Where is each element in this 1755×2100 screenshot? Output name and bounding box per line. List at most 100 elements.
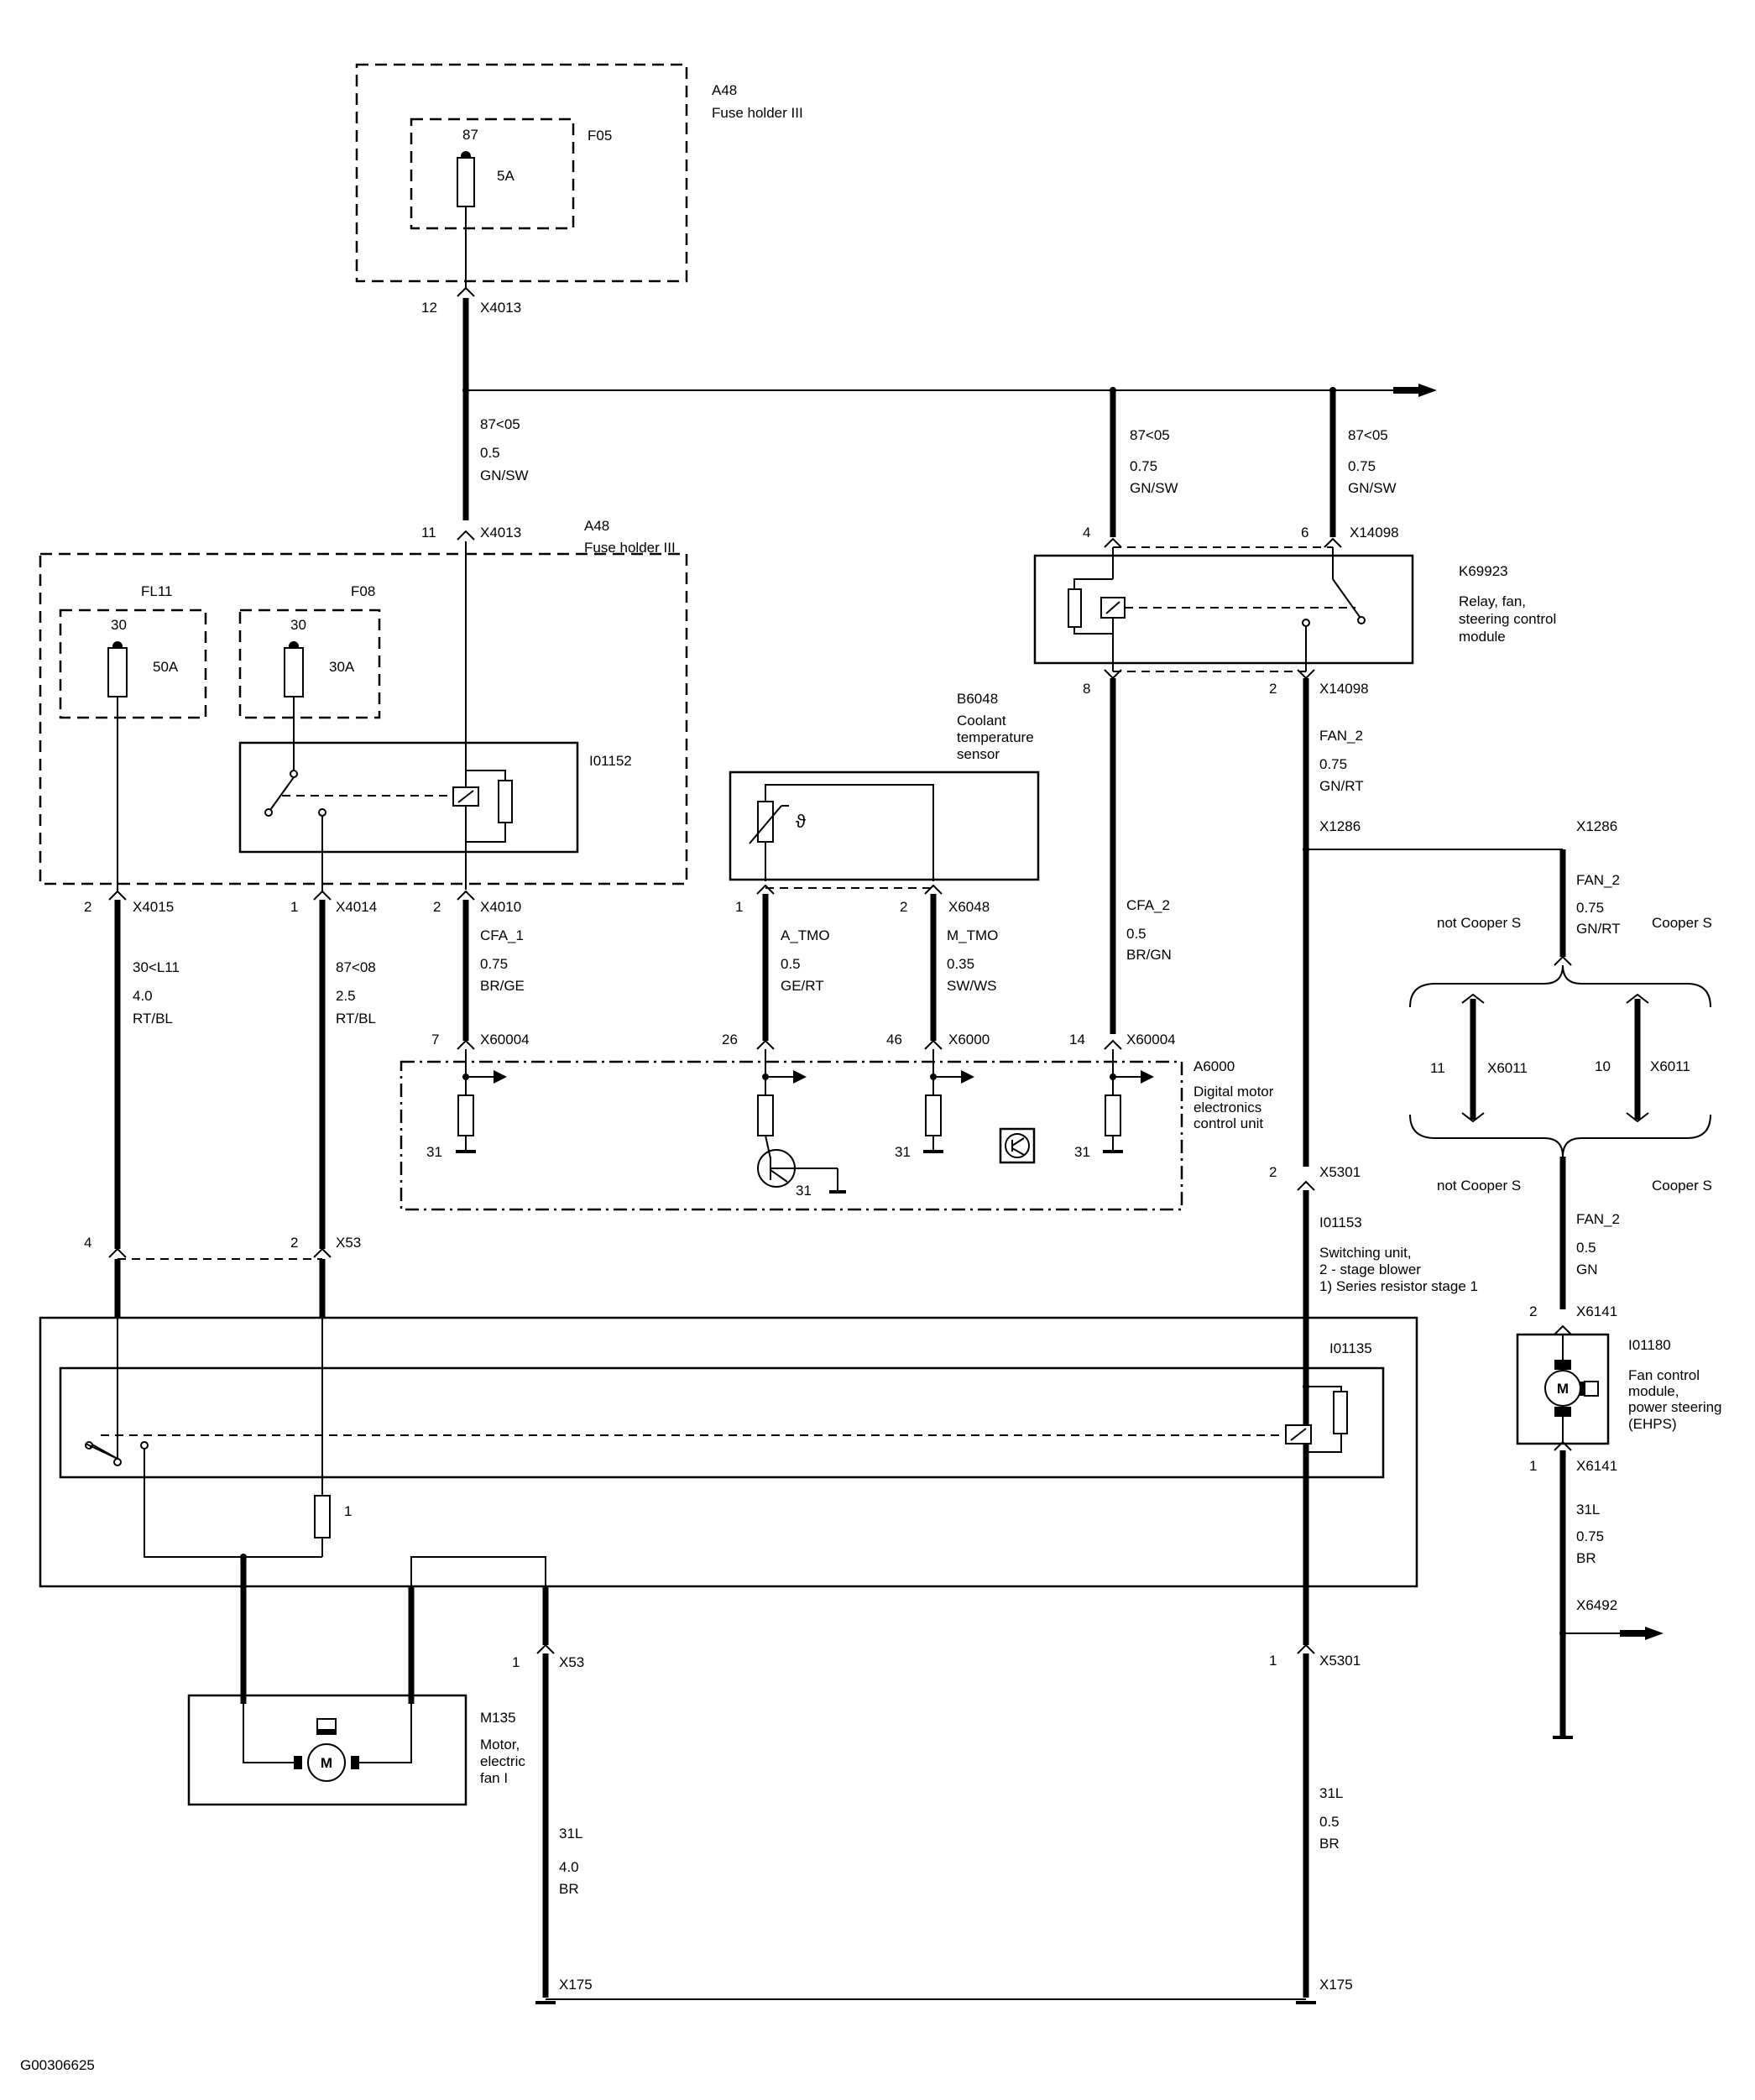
- w-cfa2-gauge: 0.5: [1126, 926, 1146, 942]
- w-fan2b-signal: FAN_2: [1576, 872, 1620, 888]
- m135-name1: Motor,: [480, 1737, 520, 1753]
- w-31lb-color: BR: [1319, 1836, 1340, 1852]
- k69923-name2: steering control: [1459, 611, 1556, 627]
- x5301b-id: X5301: [1319, 1653, 1361, 1669]
- k69923-name3: module: [1459, 629, 1506, 645]
- w-fan2c-signal: FAN_2: [1576, 1211, 1620, 1227]
- thermo-symbol: ϑ: [796, 811, 806, 832]
- x4015-pin: 2: [84, 899, 91, 915]
- a48-top-id: A48: [712, 82, 737, 98]
- x53a-pin-right: 2: [290, 1235, 298, 1251]
- cfa2-wire: CFA_2 0.5 BR/GN 14 X60004: [1069, 678, 1176, 1050]
- w-31lc-color: BR: [1576, 1550, 1596, 1566]
- i01135-id: I01135: [1329, 1340, 1372, 1356]
- x4013a-id: X4013: [480, 300, 521, 316]
- w-atmo-gauge: 0.5: [781, 956, 801, 972]
- fuse-f05-icon: [457, 157, 475, 207]
- dme-control-unit-a6000: A6000 Digital motor electronics control …: [400, 1049, 1274, 1211]
- w-31lc-signal: 31L: [1576, 1502, 1600, 1518]
- control-unit-icon: [999, 1127, 1036, 1164]
- k69923-resistor-icon: [1068, 588, 1082, 628]
- fan-motor-icon: [307, 1743, 346, 1782]
- x1286a-id: X1286: [1319, 818, 1361, 834]
- x53b-pin: 1: [512, 1654, 520, 1670]
- x6141b-pin: 1: [1529, 1458, 1537, 1474]
- f05-pin: 87: [462, 127, 478, 143]
- x6492-id: X6492: [1576, 1597, 1617, 1613]
- w-31la-gauge: 4.0: [559, 1859, 579, 1875]
- ground-g1: 31: [426, 1144, 442, 1160]
- ground-a6000: 31: [796, 1183, 812, 1199]
- variant-cooper-s-top: Cooper S: [1652, 915, 1712, 931]
- w-cfa2-color: BR/GN: [1126, 947, 1172, 963]
- diagram-code: G00306625: [20, 2057, 95, 2073]
- fl11-pin: 30: [111, 617, 127, 633]
- x5301b-pin: 1: [1269, 1653, 1277, 1669]
- a6000-id: A6000: [1194, 1058, 1235, 1074]
- w-mtmo-color: SW/WS: [947, 978, 997, 994]
- w-fan2a-signal: FAN_2: [1319, 728, 1363, 744]
- x6011a-pin: 11: [1430, 1060, 1445, 1076]
- w-l11-gauge: 4.0: [133, 988, 153, 1004]
- fan-motor-m135: M135 Motor, electric fan I M: [187, 1694, 525, 1806]
- lower-left-wires: 2 X4015 1 X4014 2 X4010 30<L11 4.0 RT/BL…: [84, 890, 530, 1249]
- ground-wires-bottom: 1 X53 31L 4.0 BR 1 X5301 31L 0.5 BR X175…: [512, 1643, 1361, 2004]
- x14098b-pin-right: 2: [1269, 681, 1277, 697]
- fan-control-motor-symbol: M: [1557, 1381, 1569, 1397]
- i01152-resistor-icon: [498, 780, 513, 823]
- x60004a-pin: 7: [431, 1032, 439, 1047]
- x6141b-id: X6141: [1576, 1458, 1617, 1474]
- x6011b-id: X6011: [1650, 1058, 1690, 1074]
- coolant-sensor-b6048: B6048 Coolant temperature sensor ϑ 1 2 X…: [722, 691, 1040, 1050]
- i01180-name1: Fan control: [1628, 1367, 1700, 1383]
- fuse-f08-icon: [284, 647, 304, 697]
- i01180-id: I01180: [1628, 1337, 1671, 1353]
- k69923-name1: Relay, fan,: [1459, 593, 1526, 609]
- fl11-rating: 50A: [153, 659, 179, 675]
- b6048-name1: Coolant: [957, 713, 1006, 729]
- w-31lb-signal: 31L: [1319, 1785, 1343, 1801]
- a6000-name3: control unit: [1194, 1115, 1263, 1131]
- x4013a-pin: 12: [421, 300, 437, 316]
- x5301a-id: X5301: [1319, 1164, 1361, 1180]
- thermistor-icon: [757, 801, 774, 843]
- b6048-name3: sensor: [957, 746, 1000, 762]
- x53a-id: X53: [336, 1235, 361, 1251]
- fl11-id: FL11: [141, 583, 173, 599]
- x5301a-pin: 2: [1269, 1164, 1277, 1180]
- b6048-name2: temperature: [957, 729, 1034, 745]
- variant-not-cooper-s-top: not Cooper S: [1437, 915, 1521, 931]
- w-31lc-gauge: 0.75: [1576, 1528, 1604, 1544]
- f08-pin: 30: [290, 617, 306, 633]
- a6000-name2: electronics: [1194, 1100, 1261, 1115]
- w-k4-color: GN/SW: [1130, 480, 1178, 496]
- x53a-pin-left: 4: [84, 1235, 91, 1251]
- main-trunk: 12 X4013 87<05 0.5 GN/SW 11 X4013: [421, 286, 1437, 890]
- m135-name2: electric: [480, 1753, 525, 1769]
- i01153-name2: 2 - stage blower: [1319, 1262, 1421, 1277]
- fan-motor-symbol: M: [321, 1755, 332, 1771]
- x14098b-pin-left: 8: [1083, 681, 1090, 697]
- x1286b-id: X1286: [1576, 818, 1617, 834]
- x6141a-pin: 2: [1529, 1303, 1537, 1319]
- fuse-fl11-icon: [107, 647, 128, 697]
- w-fan2c-color: GN: [1576, 1262, 1598, 1277]
- x6000-pin-left: 26: [722, 1032, 738, 1047]
- w-fan2b-gauge: 0.75: [1576, 900, 1604, 916]
- x6011a-id: X6011: [1487, 1060, 1528, 1076]
- x4013b-pin: 11: [421, 525, 436, 541]
- x6141a-id: X6141: [1576, 1303, 1617, 1319]
- x14098b-id: X14098: [1319, 681, 1369, 697]
- w-k4-signal: 87<05: [1130, 427, 1170, 443]
- x60004b-id: X60004: [1126, 1032, 1176, 1047]
- x14098a-pin-left: 4: [1083, 525, 1090, 541]
- x4010-id: X4010: [480, 899, 521, 915]
- x6048-id: X6048: [948, 899, 990, 915]
- i01180-name3: power steering: [1628, 1399, 1722, 1415]
- w-31la-color: BR: [559, 1881, 579, 1897]
- w-atmo-color: GE/RT: [781, 978, 824, 994]
- f05-id: F05: [588, 128, 612, 144]
- w-fan2c-gauge: 0.5: [1576, 1240, 1596, 1256]
- i01152-id: I01152: [589, 753, 632, 769]
- w-mtmo-signal: M_TMO: [947, 927, 998, 943]
